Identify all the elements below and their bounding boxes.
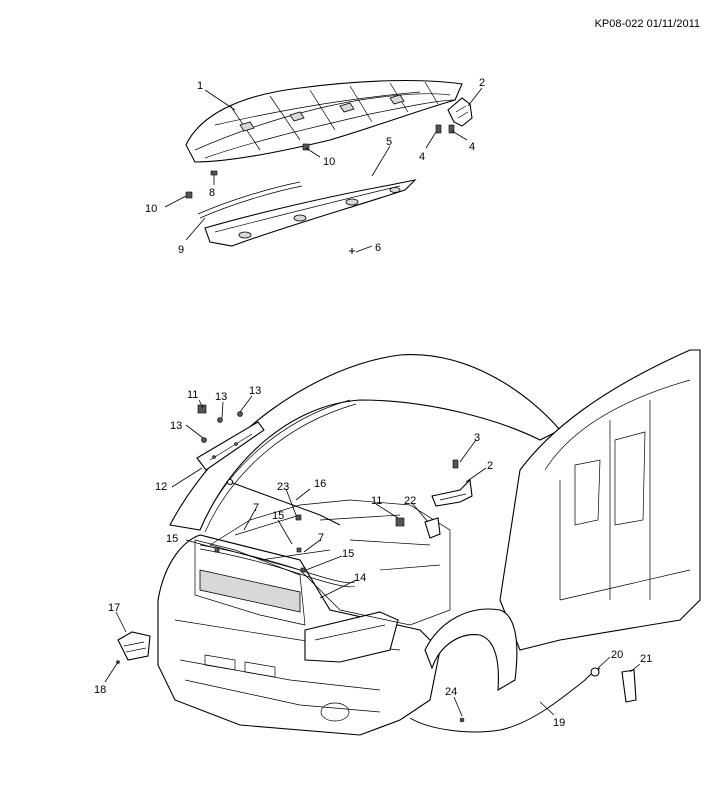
callout-13: 13 xyxy=(170,420,182,432)
wheel-arch xyxy=(424,608,518,692)
latch-part xyxy=(395,517,441,539)
callout-24: 24 xyxy=(445,686,457,698)
callout-13: 13 xyxy=(215,391,227,403)
vehicle-body-side xyxy=(499,349,701,651)
headlamp xyxy=(304,611,399,663)
callout-4: 4 xyxy=(419,151,425,163)
engine-bay xyxy=(209,499,451,626)
callout-10: 10 xyxy=(145,203,157,215)
callout-11: 11 xyxy=(371,495,382,507)
callout-15: 15 xyxy=(272,510,284,522)
callout-19: 19 xyxy=(553,717,565,729)
hood-lock-support-bracket xyxy=(196,421,265,471)
insulator-clip xyxy=(349,248,355,254)
callout-13: 13 xyxy=(249,385,261,397)
release-cable xyxy=(409,667,637,733)
hood-hinge-vehicle xyxy=(431,459,473,507)
bracket-fasteners xyxy=(197,404,243,443)
callout-7: 7 xyxy=(253,502,259,514)
hood-prop-rod xyxy=(226,478,341,526)
callout-23: 23 xyxy=(277,481,289,493)
callout-6: 6 xyxy=(375,242,381,254)
callout-15: 15 xyxy=(342,548,354,560)
callout-20: 20 xyxy=(611,649,623,661)
callout-2: 2 xyxy=(487,460,493,472)
small-clips xyxy=(214,514,306,573)
callout-9: 9 xyxy=(178,244,184,256)
bottom-leader-lines xyxy=(104,395,641,717)
callout-7: 7 xyxy=(318,532,324,544)
callout-18: 18 xyxy=(94,684,106,696)
document-code: KP08-022 01/11/2011 xyxy=(594,18,700,30)
callout-labels: 1 2 4 4 10 5 8 10 9 6 11 13 13 13 3 2 12… xyxy=(94,77,652,729)
hood-insulator xyxy=(204,179,417,247)
callout-17: 17 xyxy=(108,602,120,614)
callout-21: 21 xyxy=(640,653,652,665)
hood-fasteners-top xyxy=(185,124,455,199)
callout-2: 2 xyxy=(479,77,485,89)
callout-1: 1 xyxy=(197,80,203,92)
callout-11: 11 xyxy=(187,389,198,401)
callout-22: 22 xyxy=(404,495,416,507)
hood-latch-assembly xyxy=(116,631,151,664)
callout-12: 12 xyxy=(155,481,167,493)
hood-hinge-top xyxy=(447,97,473,127)
hood-seal-strip xyxy=(197,181,303,219)
callout-3: 3 xyxy=(474,432,480,444)
callout-16: 16 xyxy=(314,478,326,490)
callout-5: 5 xyxy=(386,136,392,148)
callout-8: 8 xyxy=(209,187,215,199)
callout-15: 15 xyxy=(166,533,178,545)
callout-10: 10 xyxy=(323,156,335,168)
hood-panel xyxy=(185,79,463,163)
callout-4: 4 xyxy=(469,141,475,153)
top-leader-lines xyxy=(164,87,483,253)
vehicle-front-fascia xyxy=(157,534,441,736)
callout-14: 14 xyxy=(354,572,366,584)
